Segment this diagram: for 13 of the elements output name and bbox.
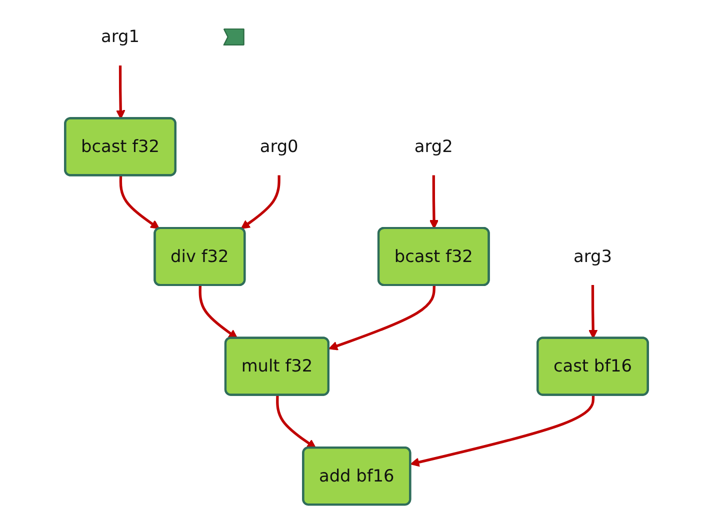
- arrow: [588, 285, 598, 339]
- node-text: arg3: [574, 246, 612, 266]
- arrow: [429, 175, 439, 229]
- arrow: [276, 395, 316, 448]
- node-text: arg1: [101, 26, 140, 46]
- arrow: [240, 175, 280, 230]
- node-text: arg2: [414, 136, 453, 156]
- arrow: [328, 286, 436, 350]
- arrow: [116, 65, 126, 120]
- arrow: [119, 176, 160, 230]
- arrow: [198, 286, 238, 339]
- node-text: arg0: [260, 136, 298, 156]
- arrow: [410, 395, 595, 467]
